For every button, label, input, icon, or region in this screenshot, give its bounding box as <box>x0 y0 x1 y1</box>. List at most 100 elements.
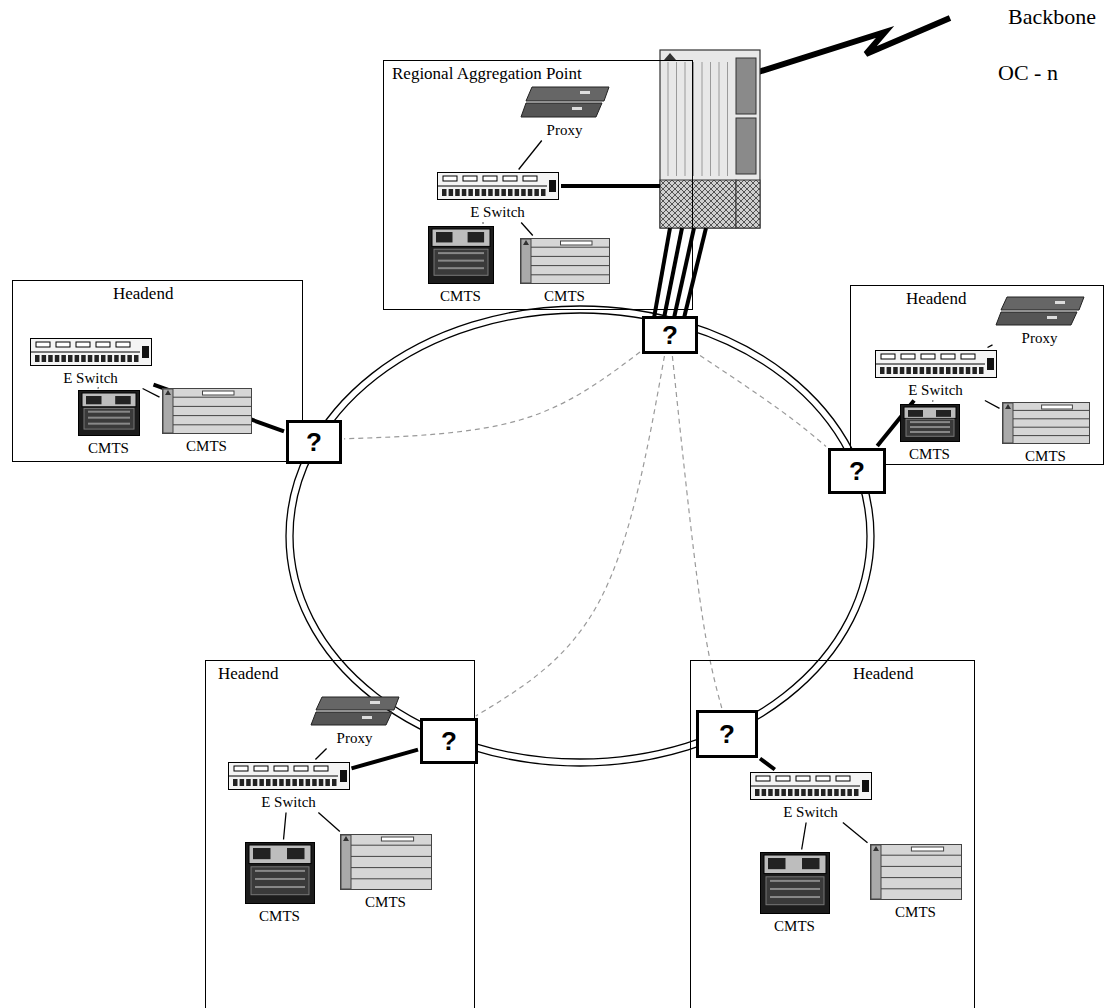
router-panel <box>736 58 756 114</box>
rack-display <box>560 241 592 245</box>
switch-port <box>61 355 66 362</box>
junction-mark: ? <box>662 320 678 351</box>
switch-port <box>821 789 826 796</box>
device-node: CMTS <box>870 844 962 921</box>
router-slots <box>668 62 728 176</box>
rack-icon <box>1002 402 1090 444</box>
switch-port <box>501 189 506 196</box>
switch-port <box>965 367 970 374</box>
switch-body <box>30 338 151 365</box>
switch-port <box>455 189 460 196</box>
link-line <box>760 759 775 770</box>
rack-logo <box>165 390 171 395</box>
switch-port <box>48 355 53 362</box>
device-label: E Switch <box>908 381 963 399</box>
switch-knob <box>549 180 556 192</box>
cmts-line <box>438 259 484 261</box>
link-line <box>318 813 339 832</box>
cmts-panel <box>249 845 311 864</box>
rack-shelf <box>1013 426 1089 427</box>
ring-line <box>286 306 874 766</box>
slot-line <box>710 62 711 176</box>
cmts-slot <box>253 848 271 859</box>
device-node: Proxy <box>520 86 610 139</box>
rack-shelf <box>881 865 961 866</box>
cmts-slot <box>115 396 131 404</box>
device-label: CMTS <box>259 907 300 925</box>
junction-mark: ? <box>849 456 865 487</box>
device-node: CMTS <box>245 842 315 925</box>
proxy-icon <box>310 696 400 726</box>
rack-shelf <box>351 878 431 879</box>
switch-knob <box>142 346 149 358</box>
cmts-body <box>78 390 139 435</box>
device-node: E Switch <box>30 338 152 387</box>
cmts-line <box>770 887 820 889</box>
site-box: HeadendProxyE SwitchCMTSCMTS <box>850 285 1104 465</box>
switch-port <box>814 789 819 796</box>
cmts-body <box>428 226 493 283</box>
link-line <box>482 223 484 224</box>
switch-slot <box>836 776 850 781</box>
switch-port <box>107 355 112 362</box>
link-line <box>932 401 933 402</box>
switch-port <box>527 189 532 196</box>
cmts-rack <box>162 388 251 433</box>
proxy-led <box>1055 301 1065 304</box>
slot-line <box>719 62 720 176</box>
rack-shelf <box>173 415 251 416</box>
switch-port <box>475 189 480 196</box>
cmts-line <box>910 421 950 423</box>
switch-port <box>442 189 447 196</box>
fiber-ring <box>286 306 874 766</box>
trunk-line <box>664 228 682 318</box>
rack-shelf <box>173 424 251 425</box>
site-title: Headend <box>113 284 173 304</box>
cmts-slot <box>802 858 820 869</box>
router-chassis <box>660 50 760 228</box>
rack-icon <box>870 844 962 900</box>
switch-port <box>788 789 793 796</box>
switch-port <box>233 779 238 786</box>
link-line <box>802 823 806 850</box>
switch-port <box>318 779 323 786</box>
rack-shelf <box>531 255 609 256</box>
router-panel <box>736 118 756 174</box>
switch-port <box>939 367 944 374</box>
cmts-rack <box>340 834 431 889</box>
cmts-line <box>770 879 820 881</box>
junction-box: ? <box>286 420 342 464</box>
switch-port <box>952 367 957 374</box>
link-label: OC - n <box>998 60 1058 86</box>
cmts-panel <box>764 855 826 874</box>
rack-logo <box>343 836 349 841</box>
cmts-line <box>438 252 484 254</box>
junction-box: ? <box>828 448 886 494</box>
link-line <box>519 141 542 170</box>
cmts-panel <box>82 393 136 407</box>
rack-strip <box>163 389 173 433</box>
rack-shelf <box>173 405 251 406</box>
site-title: Headend <box>906 289 966 309</box>
switch-port <box>87 355 92 362</box>
device-node: CMTS <box>760 852 830 935</box>
cmts-rack <box>520 238 609 283</box>
junction-box: ? <box>420 718 478 764</box>
cmts-rack <box>1002 402 1089 443</box>
switch-slot <box>56 342 70 347</box>
switch-slot <box>254 766 268 771</box>
cmts-bay <box>84 408 134 429</box>
slot-line <box>676 62 677 176</box>
switch-knob <box>862 780 869 792</box>
rack-shelf <box>351 844 431 845</box>
rack-strip <box>871 845 881 899</box>
switch-slot <box>483 176 497 181</box>
switch-port <box>919 367 924 374</box>
link-line <box>284 813 287 840</box>
device-label: E Switch <box>470 203 525 221</box>
switch-port <box>325 779 330 786</box>
switch-port <box>972 367 977 374</box>
cmts-bay <box>906 419 954 436</box>
switch-port <box>488 189 493 196</box>
cmts-bay <box>251 866 309 894</box>
